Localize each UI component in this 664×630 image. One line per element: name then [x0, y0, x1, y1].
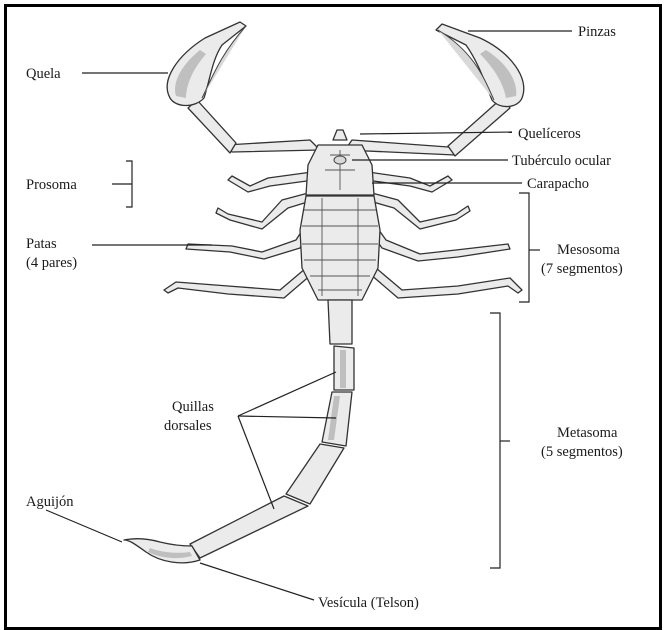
ocular-tubercle: [334, 156, 346, 164]
label-vesicula-telson: Vesícula (Telson): [318, 595, 419, 611]
label-tuberculo-ocular: Tubérculo ocular: [512, 153, 611, 169]
label-mesosoma-segmentos: (7 segmentos): [541, 261, 623, 277]
label-quillas-dorsales: dorsales: [164, 418, 212, 434]
left-pedipalp: [167, 22, 320, 153]
metasoma-tail: [190, 300, 354, 558]
label-quillas: Quillas: [172, 399, 214, 415]
label-prosoma: Prosoma: [26, 177, 77, 193]
chelicerae: [333, 130, 347, 140]
label-queliceros: Quelíceros: [518, 126, 581, 142]
label-patas: Patas: [26, 236, 57, 252]
label-pinzas: Pinzas: [578, 24, 616, 40]
telson: [124, 539, 200, 563]
labels: Pinzas Quela Quelíceros Tubérculo ocular…: [26, 24, 623, 611]
label-quela: Quela: [26, 66, 61, 82]
label-aguijon: Aguijón: [26, 494, 74, 510]
right-pedipalp: [345, 24, 524, 156]
right-legs: [358, 172, 522, 298]
left-legs: [164, 172, 322, 298]
label-carapacho: Carapacho: [527, 176, 589, 192]
mesosoma-body: [300, 196, 380, 300]
scorpion-illustration: [124, 22, 524, 563]
label-mesosoma: Mesosoma: [557, 242, 620, 258]
label-metasoma-segmentos: (5 segmentos): [541, 444, 623, 460]
label-patas-pares: (4 pares): [26, 255, 77, 271]
label-metasoma: Metasoma: [557, 425, 618, 441]
